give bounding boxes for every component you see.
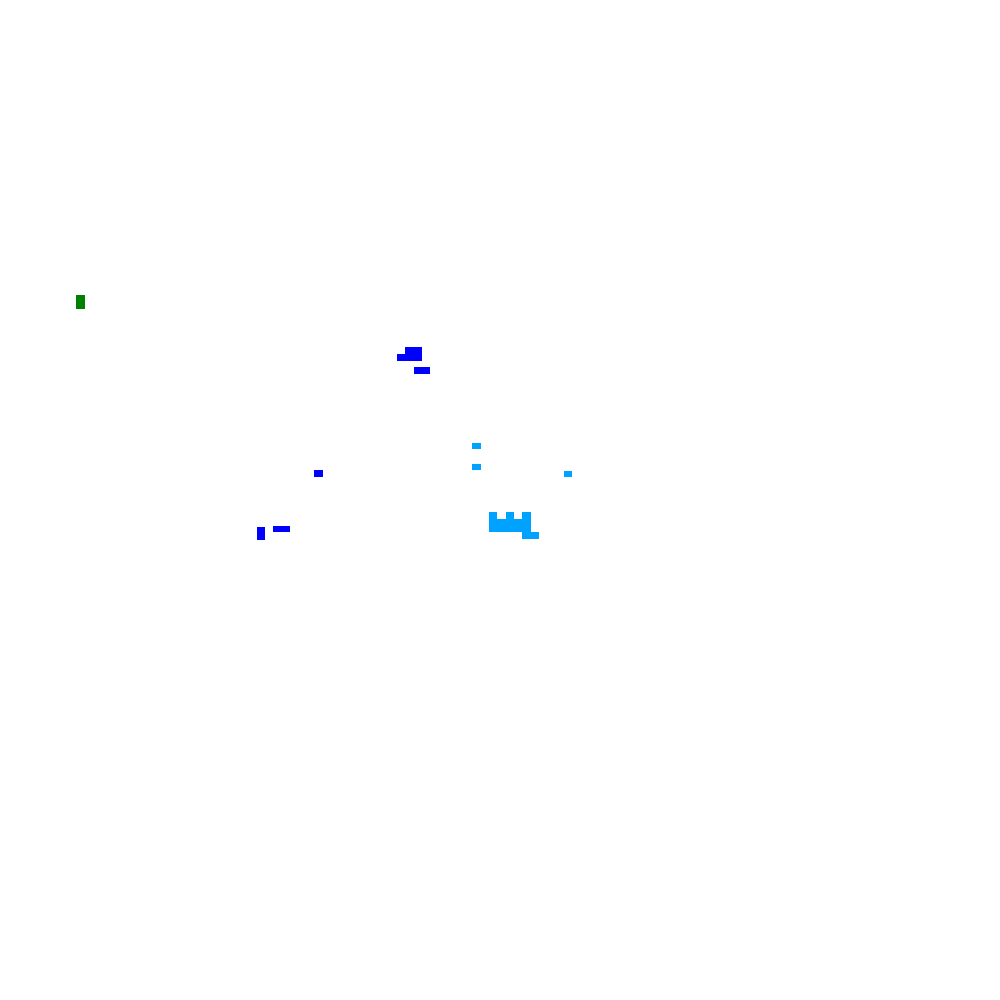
blue-pixel-block (397, 354, 406, 361)
blue-pixel-block (273, 526, 290, 532)
light-blue-pixel-block (489, 519, 531, 532)
light-blue-pixel-block (489, 512, 497, 520)
light-blue-pixel-block (564, 471, 572, 477)
light-blue-pixel-block (522, 512, 531, 520)
light-blue-pixel-block (472, 464, 481, 470)
blue-pixel-block (314, 470, 323, 477)
blue-pixel-block (414, 367, 430, 374)
blue-pixel-block (257, 527, 265, 540)
light-blue-pixel-block (522, 532, 539, 539)
green-pixel-block (76, 295, 85, 309)
light-blue-pixel-block (472, 443, 481, 449)
light-blue-pixel-block (506, 512, 514, 520)
blue-pixel-block (405, 347, 422, 361)
